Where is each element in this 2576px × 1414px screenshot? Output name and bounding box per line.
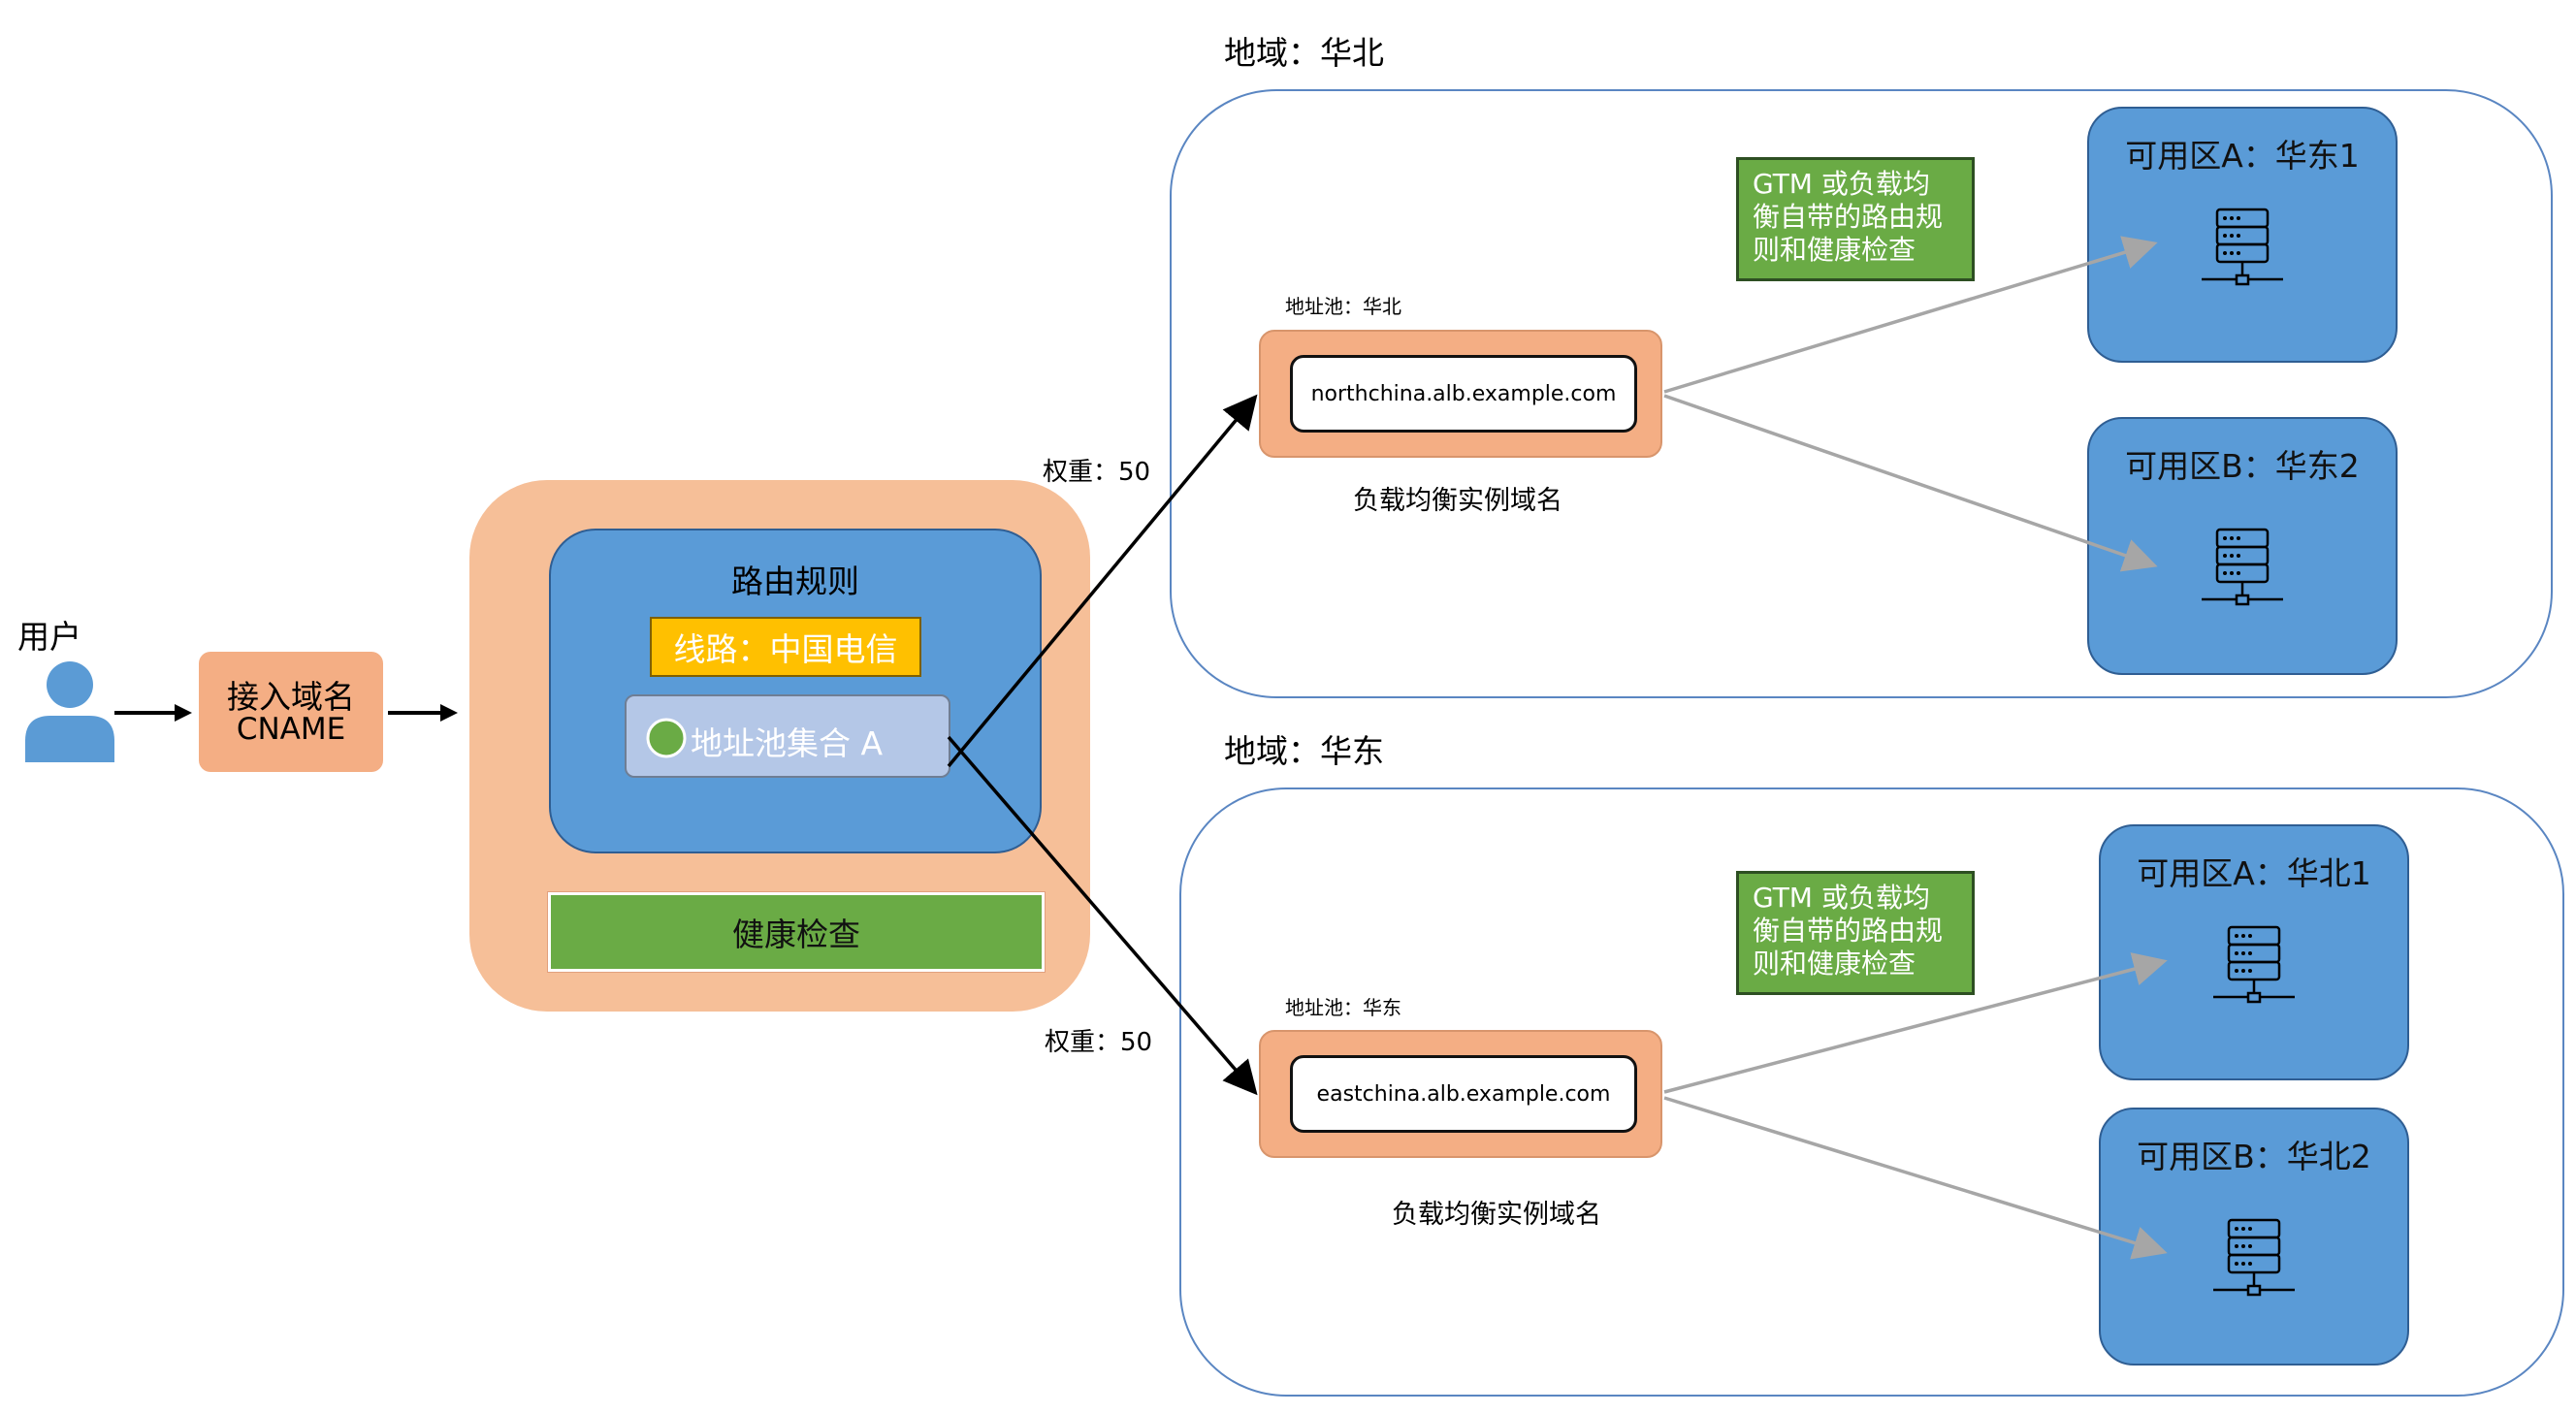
zone-east-b-label: 可用区B：华北2 <box>2137 1138 2371 1175</box>
line-badge: 线路：中国电信 <box>650 617 921 677</box>
north-domain-field: northchina.alb.example.com <box>1290 355 1637 433</box>
server-icon <box>2202 528 2283 606</box>
region-east-pool: eastchina.alb.example.com <box>1259 1030 1662 1158</box>
zone-east-a: 可用区A：华北1 <box>2099 824 2409 1080</box>
region-north-pool: northchina.alb.example.com <box>1259 330 1662 458</box>
access-domain-box: 接入域名 CNAME <box>199 652 383 772</box>
health-check-label: 健康检查 <box>732 916 860 953</box>
line-badge-label: 线路：中国电信 <box>673 630 898 668</box>
region-north-pool-label: 地址池：华北 <box>1285 295 1401 318</box>
zone-north-a: 可用区A：华东1 <box>2087 107 2398 363</box>
arrow-east-to-zone-b <box>1663 1096 2168 1260</box>
zone-north-b-label: 可用区B：华东2 <box>2125 447 2360 485</box>
green-dot-icon <box>646 718 687 758</box>
arrow-east-to-zone-a <box>1663 952 2168 1094</box>
arrow-north-to-zone-b <box>1663 394 2158 572</box>
server-icon <box>2213 1218 2295 1297</box>
arrow-user-to-cname <box>114 704 192 722</box>
region-north-note: GTM 或负载均 衡自带的路由规 则和健康检查 <box>1736 157 1975 281</box>
note-line-1: GTM 或负载均 <box>1753 168 1930 200</box>
arrow-to-east-pool <box>947 735 1258 1096</box>
region-east-note: GTM 或负载均 衡自带的路由规 则和健康检查 <box>1736 871 1975 995</box>
zone-north-a-label: 可用区A：华东1 <box>2125 137 2360 175</box>
note-line-3: 则和健康检查 <box>1753 234 1916 266</box>
pool-set-box: 地址池集合 A <box>625 694 950 778</box>
weight-east: 权重：50 <box>1045 1028 1153 1057</box>
routing-rule-box: 路由规则 <box>549 529 1042 853</box>
zone-east-a-label: 可用区A：华北1 <box>2137 854 2371 892</box>
note-line-1: GTM 或负载均 <box>1753 882 1930 914</box>
weight-north: 权重：50 <box>1043 458 1151 487</box>
routing-rule-title: 路由规则 <box>731 562 859 600</box>
access-domain-line2: CNAME <box>236 712 346 747</box>
arrow-to-north-pool <box>947 394 1258 768</box>
region-east-title: 地域：华东 <box>1224 732 1384 770</box>
user-label: 用户 <box>17 618 81 656</box>
arrow-north-to-zone-a <box>1663 236 2158 394</box>
note-line-3: 则和健康检查 <box>1753 948 1916 980</box>
server-icon <box>2213 925 2295 1004</box>
note-line-2: 衡自带的路由规 <box>1753 915 1944 947</box>
access-domain-line1: 接入域名 <box>227 678 355 716</box>
region-north-title: 地域：华北 <box>1224 34 1384 72</box>
east-domain-field: eastchina.alb.example.com <box>1290 1055 1637 1133</box>
pool-set-label: 地址池集合 A <box>691 724 884 762</box>
note-line-2: 衡自带的路由规 <box>1753 201 1944 233</box>
arrow-cname-to-routing <box>388 704 458 722</box>
region-north-caption: 负载均衡实例域名 <box>1353 486 1562 516</box>
server-icon <box>2202 208 2283 286</box>
region-east-caption: 负载均衡实例域名 <box>1392 1200 1601 1230</box>
health-check-bar: 健康检查 <box>547 891 1046 973</box>
region-east-pool-label: 地址池：华东 <box>1285 996 1401 1019</box>
user-icon <box>25 661 114 762</box>
